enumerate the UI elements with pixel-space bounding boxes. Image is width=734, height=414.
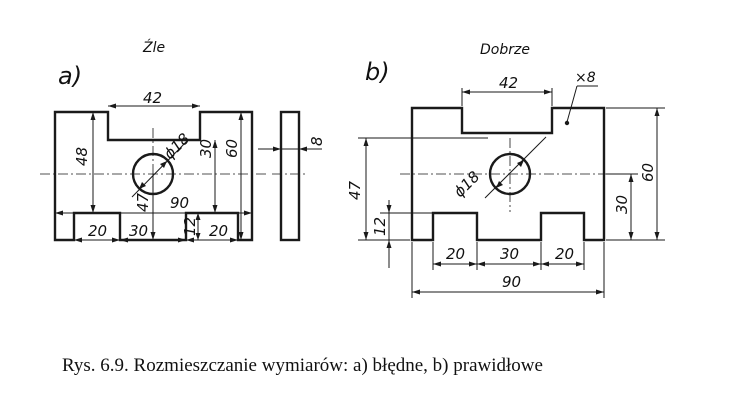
figure-b-dim-20-right: 20: [555, 245, 574, 263]
figure-a-dim-47: 47: [134, 192, 152, 212]
figure-a-dim-42: 42: [143, 89, 162, 107]
figure-a-title: Źle: [142, 38, 165, 56]
figure-b-dim-90: 90: [502, 273, 521, 291]
figure-a-dim-48: 48: [73, 147, 91, 166]
figure-b-dim-47: 47: [346, 180, 364, 200]
figure-b-hole-dia-leader: [484, 136, 547, 199]
figure-b-dim-30-bottom: 30: [500, 245, 519, 263]
figure-b-dim-60: 60: [639, 163, 657, 182]
figure-b-dim-20-left: 20: [446, 245, 465, 263]
figure-b-title: Dobrze: [480, 42, 530, 58]
figure-a: a) Źle 42 48 30 60 ϕ18: [40, 38, 326, 243]
figure-b-dim-12: 12: [371, 217, 389, 236]
figure-b: b) Dobrze 42 ×8 60 30: [346, 42, 665, 298]
figure-a-side-view: [279, 110, 301, 242]
figure-a-dim-8: 8: [308, 136, 326, 146]
figure-a-dim-12: 12: [181, 217, 199, 236]
figure-b-thickness-note: ×8: [575, 70, 596, 86]
figure-a-dim-60: 60: [223, 139, 241, 158]
figure-caption: Rys. 6.9. Rozmieszczanie wymiarów: a) bł…: [62, 355, 543, 376]
figure-a-dim-90: 90: [170, 194, 189, 212]
figure-a-letter: a): [58, 62, 82, 90]
figure-b-dim-hole-dia: ϕ18: [450, 168, 483, 201]
figure-b-part-outline: [410, 106, 606, 242]
figure-a-dim-30-bottom: 30: [129, 222, 148, 240]
figure-a-dim-20-right: 20: [209, 222, 228, 240]
figure-b-dim-42: 42: [499, 74, 518, 92]
figure-a-dim-30-inner: 30: [197, 139, 215, 158]
figure-b-letter: b): [365, 58, 390, 86]
figure-a-dim-20-left: 20: [88, 222, 107, 240]
figure-b-dim-30-right: 30: [613, 195, 631, 214]
